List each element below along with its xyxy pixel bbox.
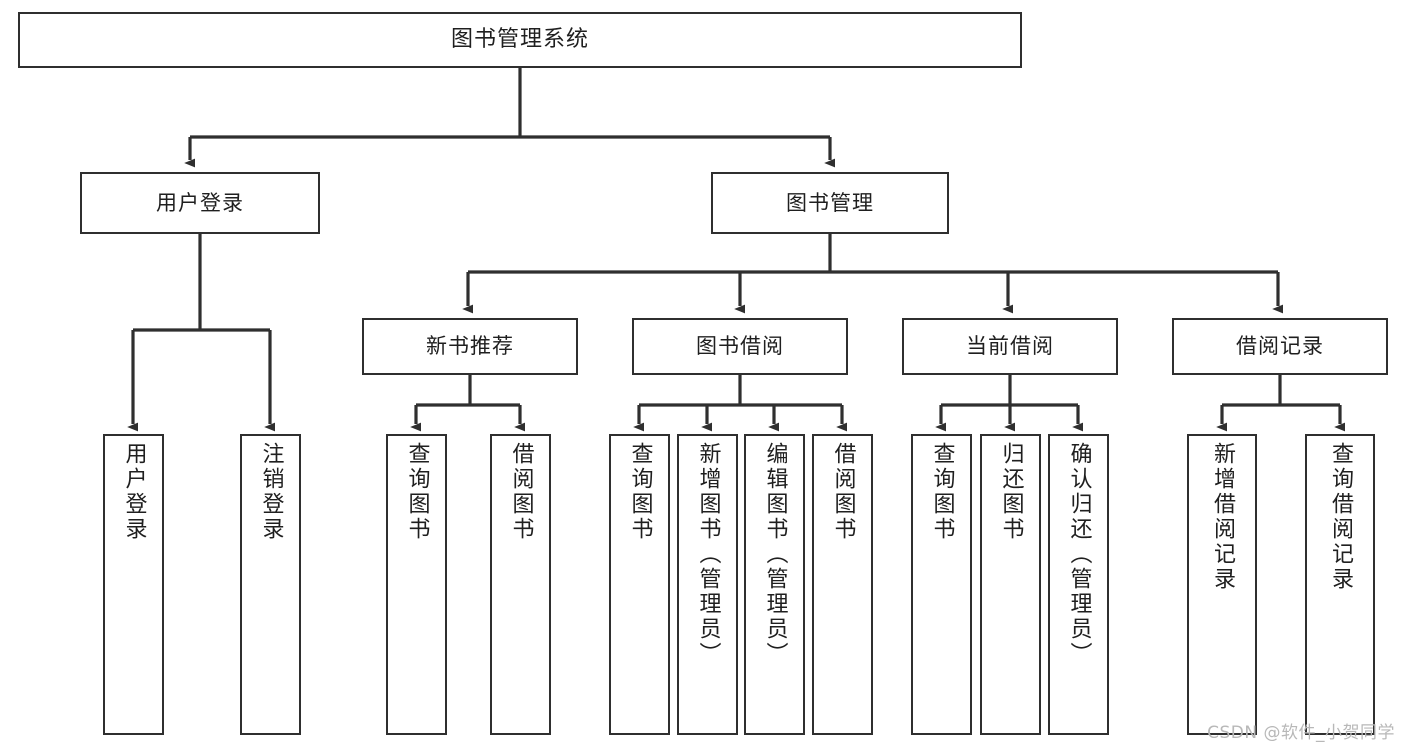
node-leaf-borrow-book[interactable]: 借阅图书 xyxy=(812,434,873,735)
watermark-text: CSDN @软件_小贺同学 xyxy=(1207,723,1395,743)
node-leaf-query-book-borrow[interactable]: 查询图书 xyxy=(609,434,670,735)
node-label: 编辑图书（管理员） xyxy=(762,442,788,667)
node-leaf-query-book-current[interactable]: 查询图书 xyxy=(911,434,972,735)
node-label: 新书推荐 xyxy=(426,334,514,359)
node-label: 借阅记录 xyxy=(1236,334,1324,359)
node-label: 查询图书 xyxy=(929,442,955,542)
node-label: 归还图书 xyxy=(998,442,1024,542)
node-label: 当前借阅 xyxy=(966,334,1054,359)
node-label: 用户登录 xyxy=(156,190,244,215)
node-label: 图书管理系统 xyxy=(450,27,589,53)
node-leaf-edit-book[interactable]: 编辑图书（管理员） xyxy=(744,434,805,735)
node-book-borrow[interactable]: 图书借阅 xyxy=(632,318,848,375)
node-label: 用户登录 xyxy=(121,442,147,542)
node-label: 查询图书 xyxy=(404,442,430,542)
node-label: 借阅图书 xyxy=(830,442,856,542)
node-leaf-user-logout[interactable]: 注销登录 xyxy=(240,434,301,735)
node-leaf-query-borrow-record[interactable]: 查询借阅记录 xyxy=(1305,434,1375,735)
node-book-management[interactable]: 图书管理 xyxy=(711,172,949,234)
node-leaf-confirm-return[interactable]: 确认归还（管理员） xyxy=(1048,434,1109,735)
node-leaf-user-login[interactable]: 用户登录 xyxy=(103,434,164,735)
node-label: 图书管理 xyxy=(786,190,874,215)
node-leaf-return-book[interactable]: 归还图书 xyxy=(980,434,1041,735)
node-label: 查询借阅记录 xyxy=(1327,442,1353,592)
node-leaf-add-borrow-record[interactable]: 新增借阅记录 xyxy=(1187,434,1257,735)
node-root-book-management-system[interactable]: 图书管理系统 xyxy=(18,12,1022,68)
node-leaf-query-book-recommend[interactable]: 查询图书 xyxy=(386,434,447,735)
node-leaf-borrow-book-recommend[interactable]: 借阅图书 xyxy=(490,434,551,735)
node-current-borrow[interactable]: 当前借阅 xyxy=(902,318,1118,375)
node-user-login[interactable]: 用户登录 xyxy=(80,172,320,234)
node-borrow-record[interactable]: 借阅记录 xyxy=(1172,318,1388,375)
node-new-book-recommend[interactable]: 新书推荐 xyxy=(362,318,578,375)
node-leaf-add-book[interactable]: 新增图书（管理员） xyxy=(677,434,738,735)
node-label: 图书借阅 xyxy=(696,334,784,359)
node-label: 注销登录 xyxy=(258,442,284,542)
node-label: 新增借阅记录 xyxy=(1209,442,1235,592)
node-label: 新增图书（管理员） xyxy=(695,442,721,667)
node-label: 确认归还（管理员） xyxy=(1066,442,1092,667)
node-label: 查询图书 xyxy=(627,442,653,542)
node-label: 借阅图书 xyxy=(508,442,534,542)
